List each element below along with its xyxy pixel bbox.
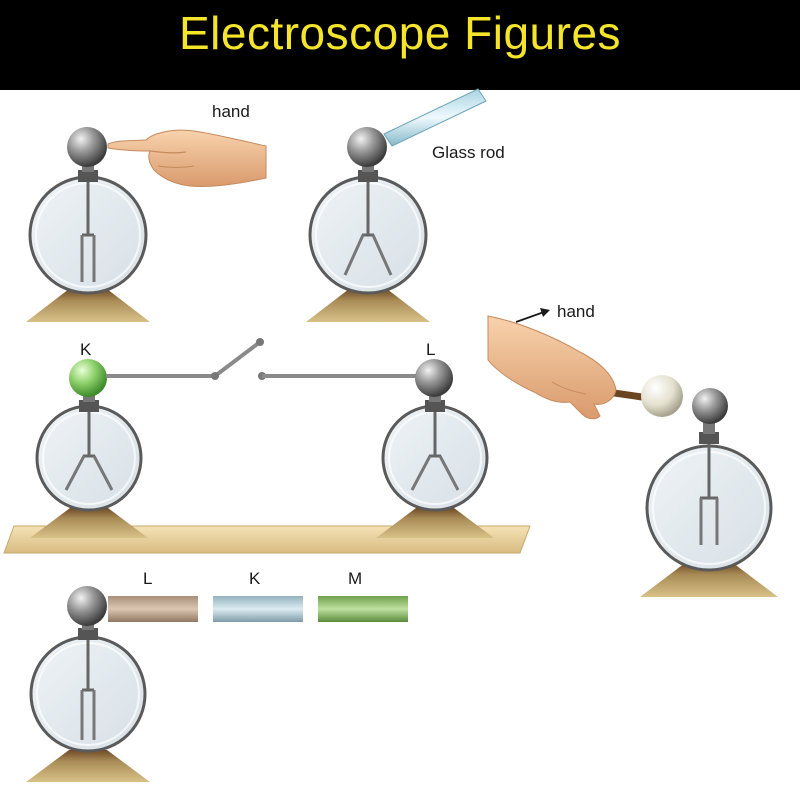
electroscope-bottom	[26, 586, 150, 782]
electroscope-1	[26, 127, 150, 322]
electroscope-right	[640, 388, 778, 597]
sphere-label-L: L	[426, 340, 435, 359]
rod-K	[213, 596, 303, 622]
electroscope-K	[30, 359, 148, 538]
hand-label-right: hand	[557, 302, 595, 321]
sphere-label-K: K	[80, 340, 92, 359]
rod-label-K: K	[249, 569, 261, 588]
rod-label-L: L	[143, 569, 152, 588]
hand-pointing	[107, 129, 267, 187]
hand-holding-rod	[487, 315, 683, 420]
rod-label-M: M	[348, 569, 362, 588]
rod-M	[318, 596, 408, 622]
arrow-icon	[515, 308, 550, 323]
hand-label-top: hand	[212, 102, 250, 121]
page-title: Electroscope Figures	[178, 7, 622, 59]
rod-L	[108, 596, 198, 622]
glass-rod-label: Glass rod	[432, 143, 505, 162]
electroscope-L	[376, 359, 494, 538]
connecting-wire-switch	[106, 338, 416, 380]
glass-rod	[383, 88, 487, 147]
electroscope-2	[306, 127, 430, 322]
title-banner	[0, 0, 800, 90]
